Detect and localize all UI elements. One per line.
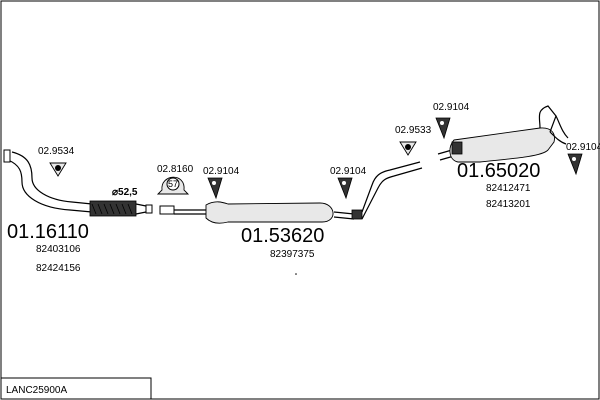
group-1-sub-number-2: 82424156 — [36, 263, 81, 274]
group-2-main-number: 01.53620 — [241, 225, 324, 247]
front-pipe — [3, 149, 153, 217]
accessory-label-5: 02.9533 — [395, 125, 432, 136]
diameter-label: ⌀52,5 — [112, 187, 138, 198]
rubber-hanger-icon — [435, 117, 451, 140]
group-3-sub-number-2: 82413201 — [486, 199, 531, 210]
flex-pipe — [89, 200, 137, 217]
accessory-label-7: 02.9104 — [566, 142, 600, 153]
stray-dot — [295, 273, 297, 275]
accessory-label-6: 02.9104 — [433, 102, 470, 113]
clamp-icon — [156, 176, 190, 195]
accessory-label-2: 02.8160 — [157, 164, 194, 175]
clamp-size-label: 57 — [168, 179, 178, 189]
middle-silencer-section — [159, 161, 423, 224]
triangle-flange-icon — [399, 141, 417, 156]
group-1-main-number: 01.16110 — [7, 221, 89, 243]
code-box: LANC25900A — [0, 377, 152, 400]
frame-code: LANC25900A — [6, 385, 67, 396]
group-1-sub-number-1: 82403106 — [36, 244, 81, 255]
rubber-hanger-icon — [337, 177, 353, 200]
group-3-main-number: 01.65020 — [457, 160, 540, 182]
rear-muffler-section — [437, 105, 569, 163]
group-2-sub-number-1: 82397375 — [270, 249, 315, 260]
accessory-label-3: 02.9104 — [203, 166, 240, 177]
accessory-label-4: 02.9104 — [330, 166, 367, 177]
accessory-label-1: 02.9534 — [38, 146, 75, 157]
triangle-flange-icon — [49, 162, 67, 177]
rubber-hanger-icon — [207, 177, 223, 200]
group-3-sub-number-1: 82412471 — [486, 183, 531, 194]
rubber-hanger-icon — [567, 153, 583, 176]
